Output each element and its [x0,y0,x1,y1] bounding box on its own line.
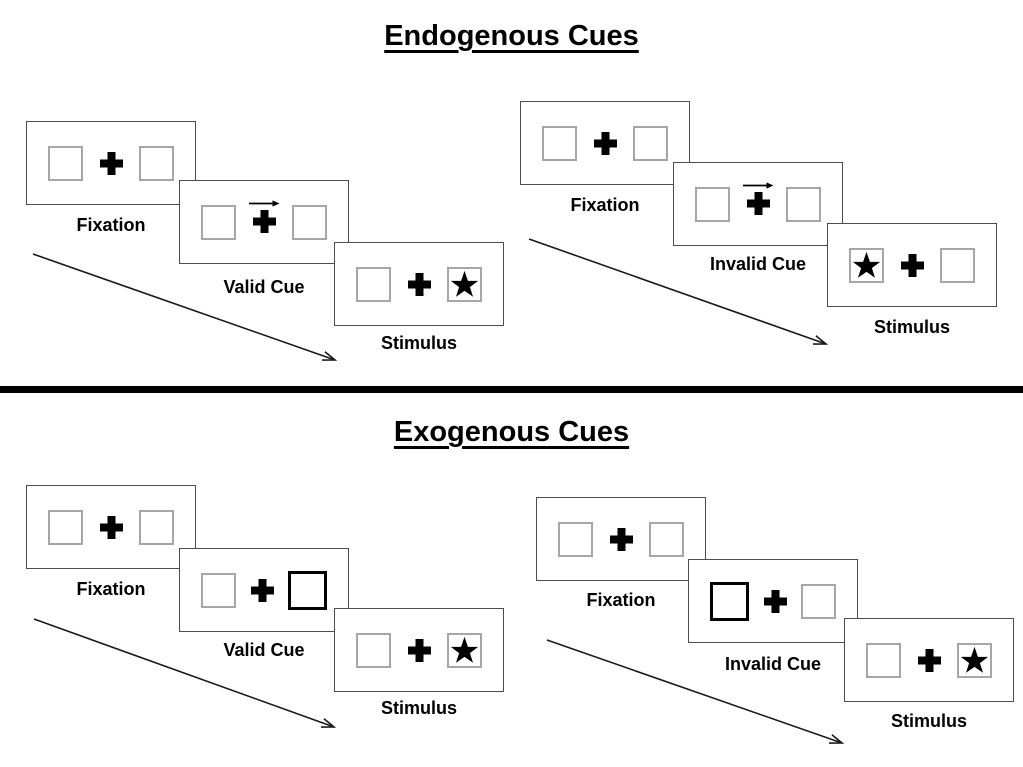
placeholder-box-left [48,509,83,545]
star-icon [852,251,881,278]
panel-label: Fixation [76,215,146,235]
fixation-cross [763,589,787,613]
panel-label: Fixation [586,590,656,610]
fixation-cross [900,253,924,277]
fixation-cross [407,272,431,296]
cue-and-cross [742,181,774,215]
section-title-exogenous: Exogenous Cues [393,416,630,448]
fixation-cross [99,515,123,539]
right-arrow-icon [743,182,774,189]
panel-label: Stimulus [380,698,457,718]
fixation-cross [917,648,941,672]
fixation-cross-icon [746,192,770,215]
fixation-cross-icon [99,151,123,175]
placeholder-box-right [940,247,975,283]
panel-valid-cue [179,180,349,264]
fixation-cross-icon [250,578,274,602]
placeholder-box-left [356,632,391,668]
panel-valid-cue [179,548,349,632]
panel-invalid-cue [688,559,858,643]
placeholder-box-right [801,583,836,619]
panel-stimulus [334,242,504,326]
fixation-cross-icon [593,131,617,155]
cue-and-cross [248,199,280,233]
fixation-cross-icon [900,253,924,277]
section-divider [0,386,1023,393]
timeline-arrow [528,238,829,345]
star-icon [450,270,479,297]
stimulus-box-right [447,632,482,668]
panel-stimulus [827,223,997,307]
placeholder-box-left [542,125,577,161]
placeholder-box-right [633,125,668,161]
highlighted-cue-box-left [710,581,749,621]
placeholder-box-left [201,204,236,240]
panel-label: Invalid Cue [724,654,822,674]
right-arrow-icon [249,200,280,207]
timeline-arrow [33,618,337,728]
panel-label: Stimulus [380,333,457,353]
stimulus-box-left [849,247,884,283]
panel-label: Fixation [76,579,146,599]
fixation-cross-icon [407,638,431,662]
section-title-endogenous: Endogenous Cues [384,20,639,52]
placeholder-box-right [292,204,327,240]
fixation-cross [250,578,274,602]
placeholder-box-left [558,521,593,557]
panel-label: Valid Cue [223,640,305,660]
panel-label: Fixation [570,195,640,215]
fixation-cross-icon [917,648,941,672]
placeholder-box-left [201,572,236,608]
fixation-cross-icon [252,210,276,233]
panel-label: Invalid Cue [709,254,807,274]
placeholder-box-right [649,521,684,557]
fixation-cross [609,527,633,551]
panel-label: Valid Cue [223,277,305,297]
timeline-arrow [32,253,338,361]
fixation-cross-icon [407,272,431,296]
placeholder-box-left [695,186,730,222]
timeline-arrow [546,639,845,744]
placeholder-box-right [786,186,821,222]
panel-label: Stimulus [873,317,950,337]
star-icon [450,636,479,663]
stimulus-box-right [957,642,992,678]
panel-fixation [520,101,690,185]
placeholder-box-left [48,145,83,181]
placeholder-box-right [139,145,174,181]
fixation-cross-icon [763,589,787,613]
panel-fixation [26,121,196,205]
fixation-cross [407,638,431,662]
fixation-cross [593,131,617,155]
panel-invalid-cue [673,162,843,246]
placeholder-box-left [356,266,391,302]
panel-stimulus [334,608,504,692]
panel-label: Stimulus [890,711,967,731]
panel-stimulus [844,618,1014,702]
fixation-cross [99,151,123,175]
highlighted-cue-box-right [288,570,327,610]
placeholder-box-right [139,509,174,545]
fixation-cross-icon [609,527,633,551]
panel-fixation [536,497,706,581]
fixation-cross-icon [99,515,123,539]
placeholder-box-left [866,642,901,678]
stimulus-box-right [447,266,482,302]
panel-fixation [26,485,196,569]
star-icon [960,646,989,673]
